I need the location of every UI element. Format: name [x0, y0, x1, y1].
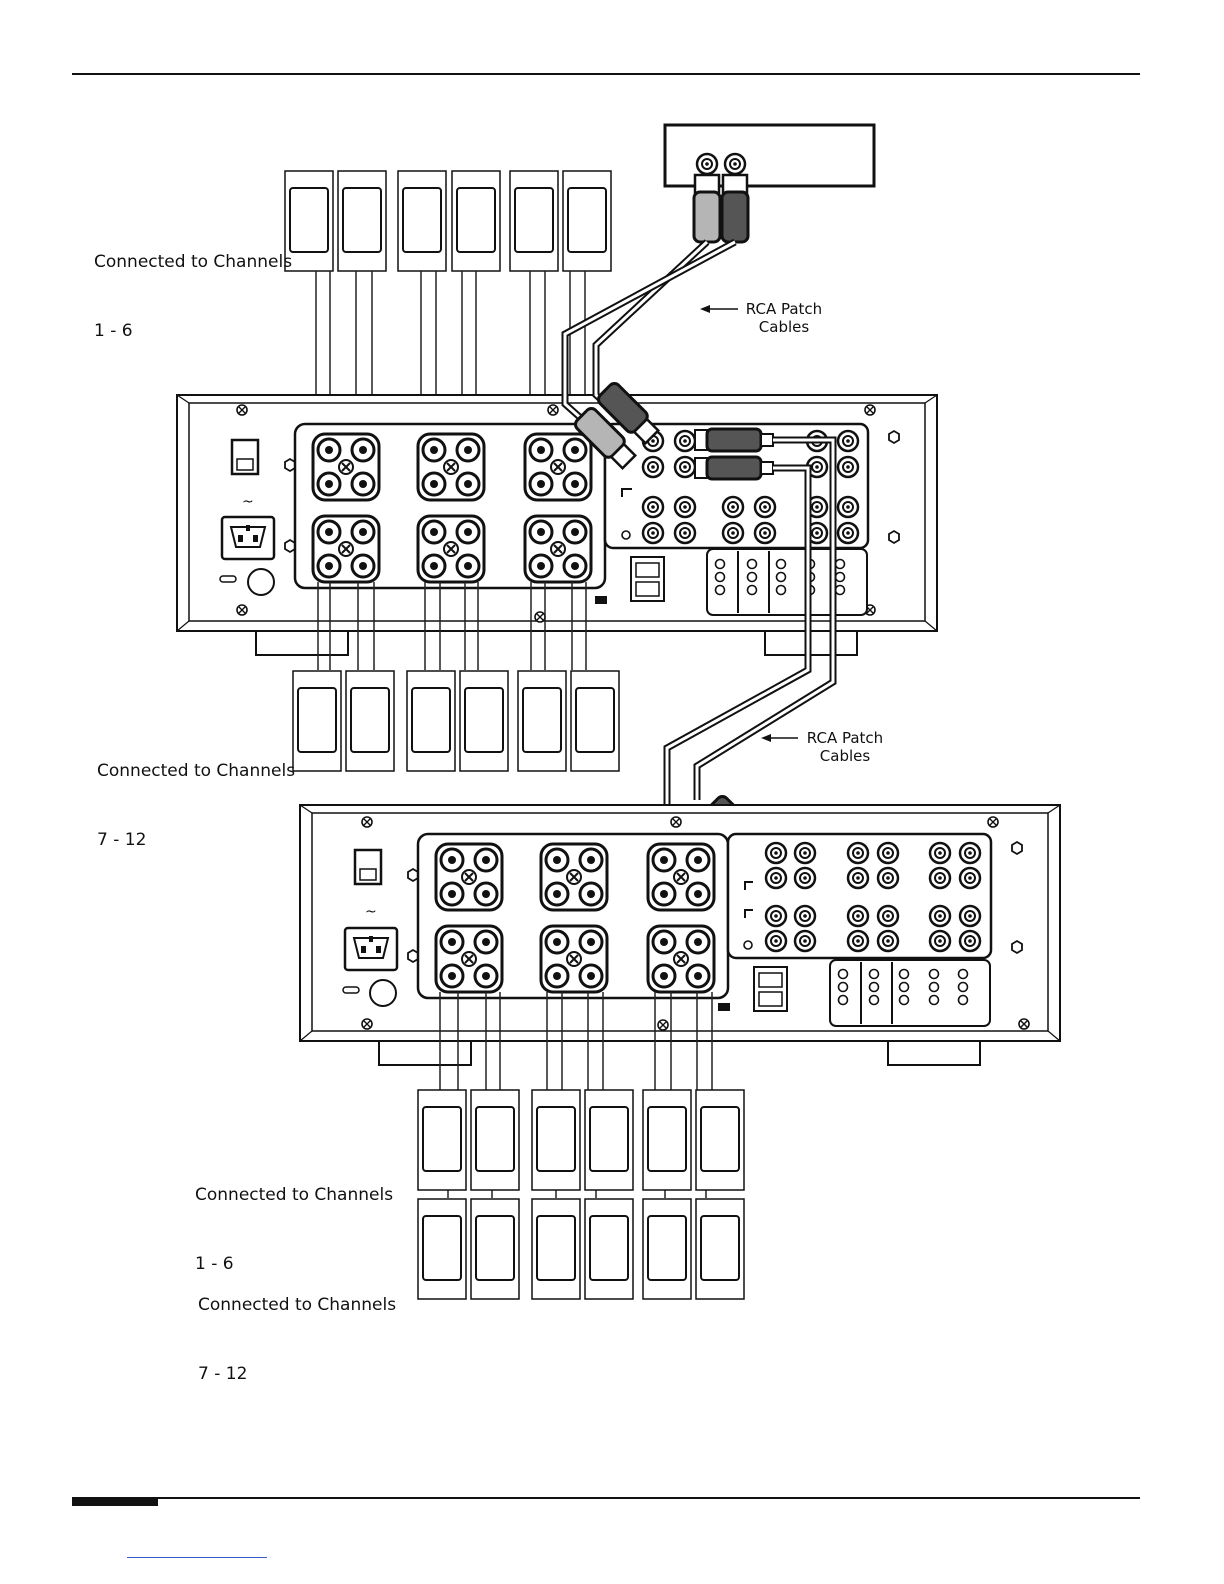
tilde-icon: ~	[365, 904, 377, 920]
label-line: 7 - 12	[97, 829, 295, 852]
label-line: Connected to Channels	[97, 760, 295, 783]
bottom-amp-speakers-7-12	[418, 1199, 744, 1299]
callout-line: RCA Patch	[799, 729, 891, 747]
bottom-amp-speakers-1-6	[418, 1090, 744, 1190]
label-line: Connected to Channels	[198, 1294, 396, 1317]
tilde-icon: ~	[242, 494, 254, 510]
callout-line: RCA Patch	[738, 300, 830, 318]
top-amplifier	[177, 395, 937, 655]
callout-arrow-upper	[700, 305, 738, 313]
bottom-amplifier	[300, 805, 1060, 1065]
top-amp-speakers-1-6	[285, 171, 611, 271]
callout-line: Cables	[738, 318, 830, 336]
callout-arrow-lower	[761, 734, 798, 742]
label-line: 1 - 6	[94, 320, 292, 343]
label-line: Connected to Channels	[195, 1184, 393, 1207]
callout-line: Cables	[799, 747, 891, 765]
label-top-amp-channels-7-12: Connected to Channels 7 - 12	[97, 714, 295, 875]
label-top-amp-channels-1-6: Connected to Channels 1 - 6	[94, 205, 292, 366]
label-line: Connected to Channels	[94, 251, 292, 274]
callout-rca-lower: RCA Patch Cables	[799, 729, 891, 765]
top-amp-speakers-7-12	[293, 671, 619, 771]
callout-rca-upper: RCA Patch Cables	[738, 300, 830, 336]
source-component	[665, 125, 874, 242]
label-line: 7 - 12	[198, 1363, 396, 1386]
label-bottom-amp-channels-7-12: Connected to Channels 7 - 12	[198, 1248, 396, 1409]
